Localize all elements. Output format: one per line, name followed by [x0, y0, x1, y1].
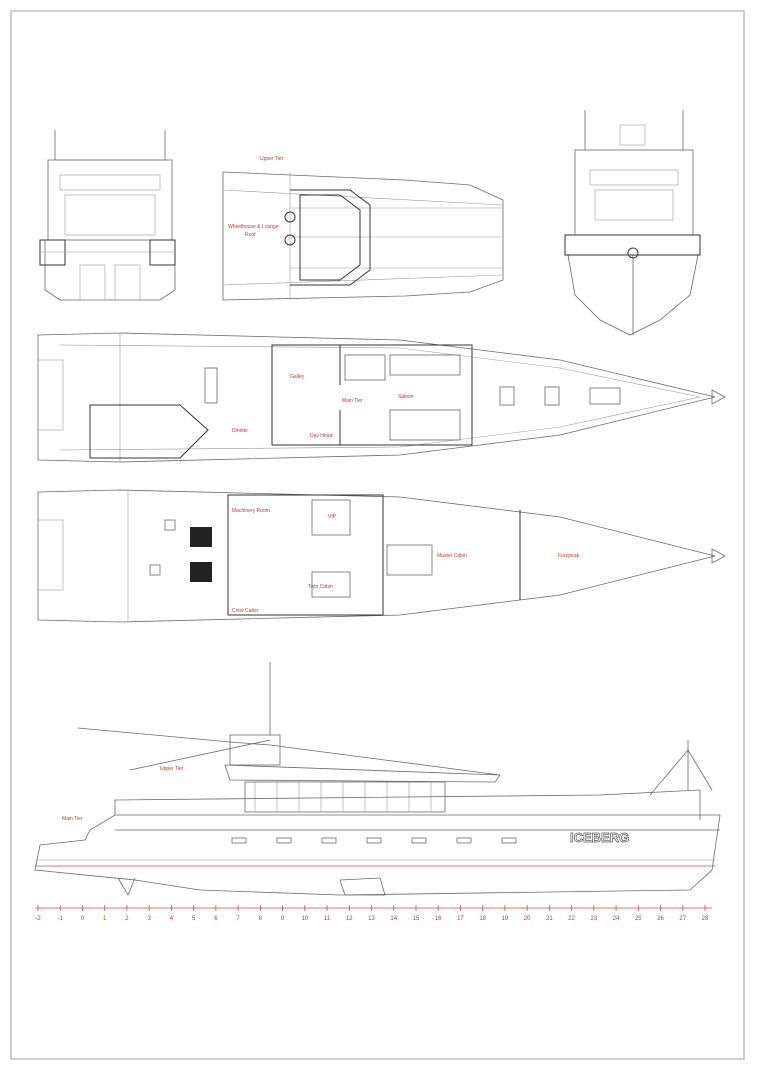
engine: [190, 527, 212, 547]
ruler-tick-label: 24: [613, 916, 620, 922]
room-label: Main Tier: [342, 398, 363, 404]
ruler-tick-label: 15: [413, 916, 420, 922]
room-label: Dinette: [232, 428, 248, 434]
room-label: Roof: [245, 232, 256, 238]
hull-name: ICEBERG: [570, 830, 629, 845]
ruler-tick-label: -1: [58, 916, 64, 922]
ruler-tick-label: 28: [702, 916, 709, 922]
ruler-tick-label: 23: [590, 916, 597, 922]
ruler-tick-label: 22: [568, 916, 575, 922]
sheet-border: [10, 10, 745, 1060]
ruler-tick-label: 19: [502, 916, 509, 922]
room-label: Wheelhouse & Lounge: [228, 224, 279, 230]
engine: [190, 562, 212, 582]
ruler-tick-label: 1: [103, 916, 107, 922]
ruler-tick-label: 3: [147, 916, 151, 922]
ruler-tick-label: 5: [192, 916, 196, 922]
room-label: Twin Cabin: [308, 584, 333, 590]
ruler-tick-label: 8: [259, 916, 263, 922]
ruler-tick-label: 26: [657, 916, 664, 922]
ruler-tick-label: 2: [125, 916, 129, 922]
ruler-tick-label: 13: [368, 916, 375, 922]
ruler-tick-label: 14: [390, 916, 397, 922]
ruler-tick-label: 7: [236, 916, 240, 922]
ruler-tick-label: 0: [81, 916, 85, 922]
ruler-tick-label: 25: [635, 916, 642, 922]
ruler-tick-label: 17: [457, 916, 464, 922]
profile-label: Upper Tier: [160, 766, 184, 772]
ruler-tick-label: 12: [346, 916, 353, 922]
ruler-tick-label: 11: [324, 916, 331, 922]
porthole: [501, 837, 517, 844]
ruler-tick-label: 18: [479, 916, 486, 922]
room-label: Saloon: [398, 394, 414, 400]
lower-deck-plan: Machinery Room VIP Master Cabin Twin Cab…: [37, 489, 726, 623]
profile-label: Main Tier: [62, 816, 83, 822]
ruler-tick-label: 21: [546, 916, 553, 922]
ruler-tick-label: 4: [170, 916, 174, 922]
ruler-tick-label: 20: [524, 916, 531, 922]
porthole: [231, 837, 247, 844]
room-label: Day Head: [310, 433, 332, 439]
room-label: Crew Cabin: [232, 608, 258, 614]
ruler-tick-label: 6: [214, 916, 218, 922]
main-deck-plan: Galley Main Tier Saloon Day Head Dinette: [37, 332, 726, 463]
room-label: Master Cabin: [437, 553, 467, 559]
front-elevation: [564, 110, 701, 336]
porthole: [456, 837, 472, 844]
upper-deck-plan: Upper Tier Wheelhouse & Lounge Roof: [222, 156, 504, 301]
room-label: Machinery Room: [232, 508, 270, 514]
porthole: [411, 837, 427, 844]
side-profile: ICEBERG Upper Tier Main Tier: [34, 662, 721, 896]
porthole: [276, 837, 292, 844]
ruler-tick-label: 27: [679, 916, 686, 922]
rear-elevation: [39, 130, 176, 301]
ruler-tick-label: -2: [35, 916, 41, 922]
porthole: [366, 837, 382, 844]
ruler-tick-label: 10: [301, 916, 308, 922]
room-label: VIP: [328, 514, 337, 520]
upper-deck-title: Upper Tier: [260, 156, 284, 162]
ruler-tick-label: 16: [435, 916, 442, 922]
room-label: Forepeak: [558, 553, 580, 559]
room-label: Galley: [290, 374, 305, 380]
ruler-tick-label: 9: [281, 916, 285, 922]
porthole: [321, 837, 337, 844]
